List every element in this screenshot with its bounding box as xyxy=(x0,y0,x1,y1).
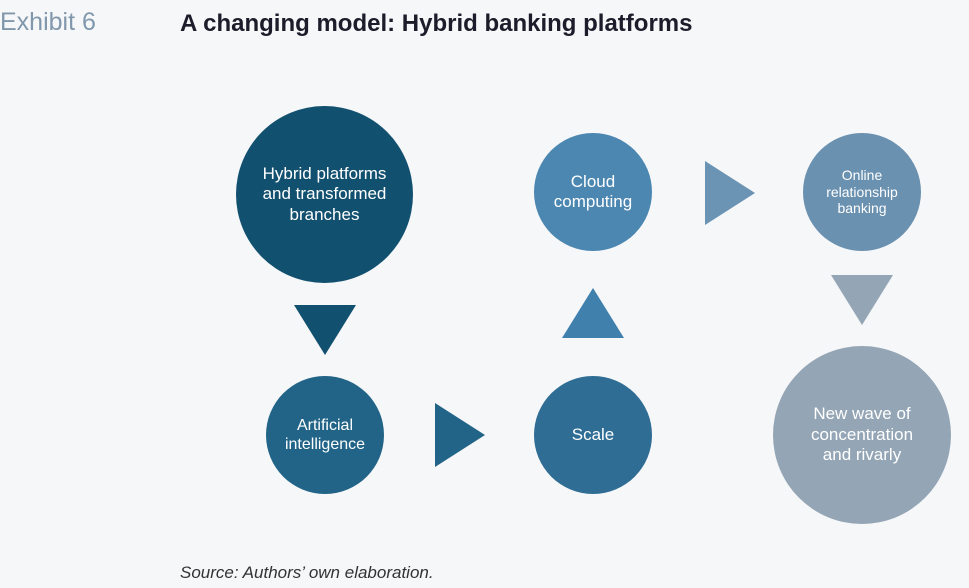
arrow-right-icon xyxy=(705,161,755,225)
node-online-relationship-banking-label: Online relationship banking xyxy=(826,166,898,217)
page-title: A changing model: Hybrid banking platfor… xyxy=(180,10,693,37)
source-note: Source: Authors’ own elaboration. xyxy=(180,563,434,582)
node-scale: Scale xyxy=(534,376,652,494)
node-artificial-intelligence-label: Artificial intelligence xyxy=(284,416,366,453)
exhibit-label: Exhibit 6 xyxy=(0,8,96,36)
node-new-wave-of-concentration: New wave of concentration and rivarly xyxy=(773,346,951,524)
node-hybrid-platforms: Hybrid platforms and transformed branche… xyxy=(236,106,413,283)
arrow-down-icon xyxy=(294,305,356,355)
node-cloud-computing: Cloud computing xyxy=(534,133,652,251)
node-cloud-computing-label: Cloud computing xyxy=(553,171,633,211)
arrow-down-icon xyxy=(831,275,893,325)
node-new-wave-of-concentration-label: New wave of concentration and rivarly xyxy=(810,404,914,465)
node-hybrid-platforms-label: Hybrid platforms and transformed branche… xyxy=(262,163,387,224)
node-online-relationship-banking: Online relationship banking xyxy=(803,133,921,251)
node-artificial-intelligence: Artificial intelligence xyxy=(266,376,384,494)
arrow-up-icon xyxy=(562,288,624,338)
arrow-right-icon xyxy=(435,403,485,467)
node-scale-label: Scale xyxy=(571,424,615,444)
